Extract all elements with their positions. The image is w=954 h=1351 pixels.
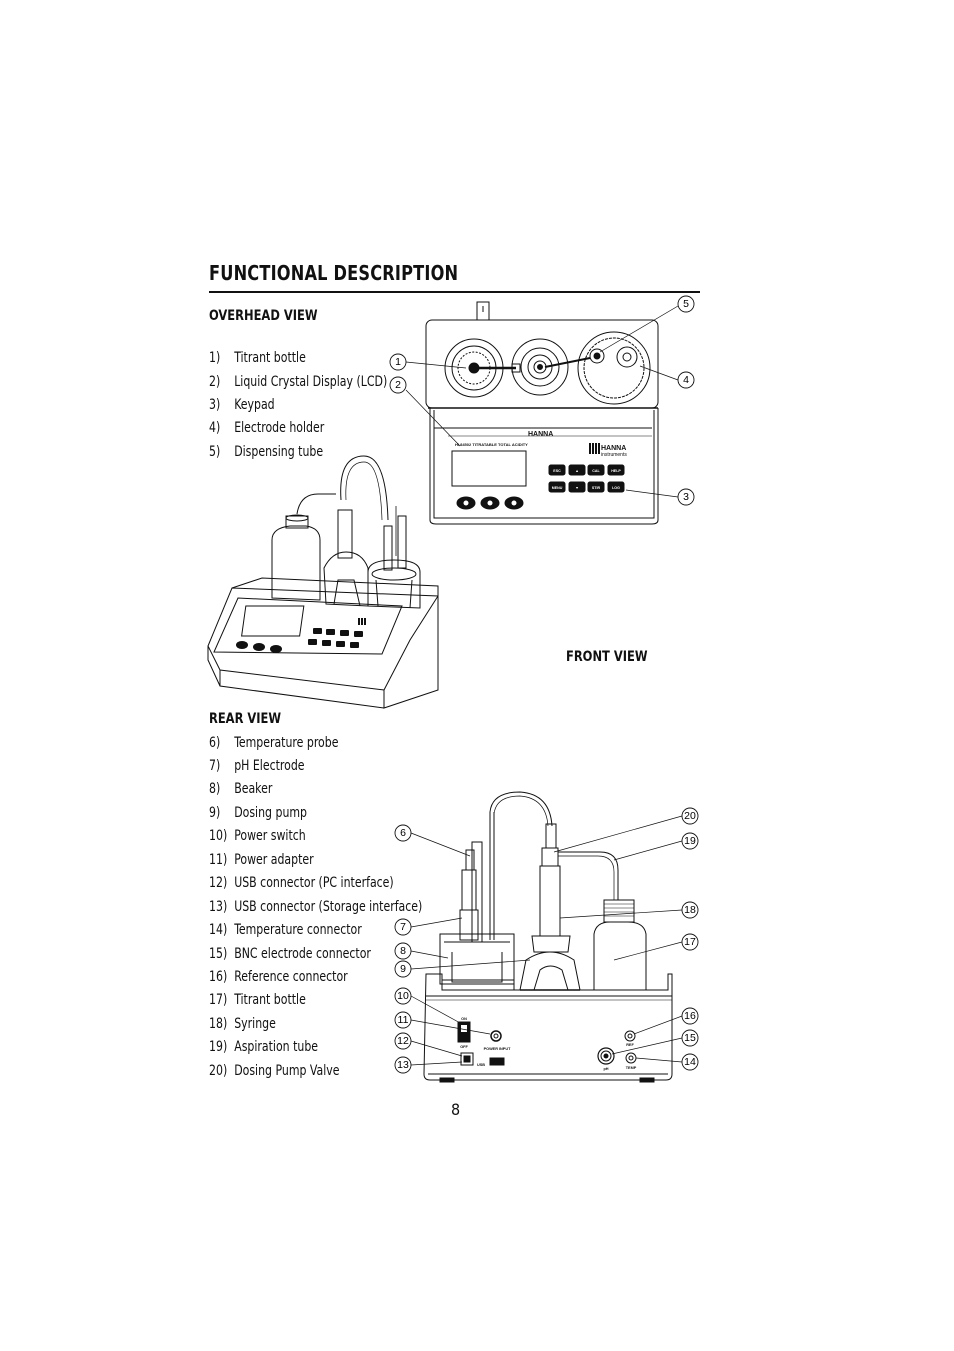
list-item: 17)Titrant bottle — [209, 992, 306, 1008]
svg-text:17: 17 — [684, 936, 696, 948]
list-item: 11)Power adapter — [209, 852, 314, 868]
list-item: 10)Power switch — [209, 828, 306, 844]
callout-14: 14 — [681, 1053, 699, 1071]
key-log: LOG — [612, 486, 620, 490]
svg-text:15: 15 — [684, 1032, 696, 1044]
callout-2: 2 — [389, 376, 407, 394]
overhead-keypad — [548, 464, 625, 493]
list-item: 20)Dosing Pump Valve — [209, 1063, 340, 1079]
svg-text:12: 12 — [397, 1035, 409, 1047]
page-title: FUNCTIONAL DESCRIPTION — [209, 261, 459, 285]
key-help: HELP — [611, 469, 621, 473]
callout-1: 1 — [389, 353, 407, 371]
list-item: 3)Keypad — [209, 397, 275, 413]
list-item: 13)USB connector (Storage interface) — [209, 899, 423, 915]
callout-7: 7 — [394, 918, 412, 936]
list-item: 8)Beaker — [209, 781, 273, 797]
callout-15: 15 — [681, 1029, 699, 1047]
callout-10: 10 — [394, 987, 412, 1005]
svg-text:2: 2 — [395, 379, 401, 391]
svg-text:7: 7 — [400, 921, 406, 933]
label-off: OFF — [460, 1045, 468, 1049]
callout-5: 5 — [677, 295, 695, 313]
list-item: 9)Dosing pump — [209, 805, 308, 821]
callout-16: 16 — [681, 1007, 699, 1025]
svg-text:13: 13 — [397, 1059, 409, 1071]
key-esc: ESC — [553, 469, 561, 473]
callout-17: 17 — [681, 933, 699, 951]
list-item: 12)USB connector (PC interface) — [209, 875, 394, 891]
page-number: 8 — [451, 1100, 461, 1119]
label-temp: TEMP — [626, 1066, 637, 1070]
callout-20: 20 — [681, 807, 699, 825]
label-usb: USB — [477, 1063, 485, 1067]
logo-text: HANNA — [601, 445, 626, 452]
rear-view-heading: REAR VIEW — [209, 711, 282, 727]
key-menu: MENU — [552, 486, 563, 490]
label-on: ON — [461, 1017, 467, 1021]
title-rule — [209, 291, 700, 293]
overhead-view-heading: OVERHEAD VIEW — [209, 308, 318, 324]
svg-text:11: 11 — [398, 1014, 409, 1026]
list-item: 18)Syringe — [209, 1016, 276, 1032]
svg-text:6: 6 — [400, 827, 406, 839]
svg-text:8: 8 — [400, 945, 406, 957]
callout-19: 19 — [681, 832, 699, 850]
list-item: 7)pH Electrode — [209, 758, 305, 774]
model-text: HI 84502 TITRATABLE TOTAL ACIDITY — [455, 442, 528, 447]
list-item: 16)Reference connector — [209, 969, 348, 985]
svg-text:20: 20 — [684, 810, 696, 822]
svg-text:18: 18 — [684, 904, 696, 916]
label-power: POWER INPUT — [484, 1047, 511, 1051]
callout-8: 8 — [394, 942, 412, 960]
label-ref: REF — [626, 1043, 634, 1047]
callout-9: 9 — [394, 960, 412, 978]
rear-figure — [410, 791, 683, 1083]
callout-4: 4 — [677, 371, 695, 389]
svg-text:1: 1 — [395, 356, 401, 368]
svg-text:3: 3 — [683, 491, 689, 503]
svg-text:14: 14 — [684, 1056, 696, 1068]
list-item: 5)Dispensing tube — [209, 444, 324, 460]
key-stir: STIR — [592, 486, 601, 490]
callout-6: 6 — [394, 824, 412, 842]
list-item: 14)Temperature connector — [209, 922, 362, 938]
svg-text:10: 10 — [397, 990, 409, 1002]
logo-sub-text: instruments — [601, 452, 627, 458]
svg-text:4: 4 — [683, 374, 689, 386]
brand-text: HANNA — [528, 431, 553, 438]
callout-12: 12 — [394, 1032, 412, 1050]
callout-13: 13 — [394, 1056, 412, 1074]
list-item: 4)Electrode holder — [209, 420, 325, 436]
list-item: 1)Titrant bottle — [209, 350, 306, 366]
svg-text:9: 9 — [400, 963, 406, 975]
list-item: 15)BNC electrode connector — [209, 946, 371, 962]
callout-18: 18 — [681, 901, 699, 919]
svg-text:19: 19 — [684, 835, 696, 847]
label-ph: pH — [603, 1067, 608, 1071]
front-figure — [207, 455, 439, 709]
key-up: ▲ — [575, 469, 579, 473]
key-cal: CAL — [592, 469, 600, 473]
list-item: 19)Aspiration tube — [209, 1039, 319, 1055]
svg-text:5: 5 — [683, 298, 689, 310]
overhead-figure — [405, 301, 679, 525]
callout-3: 3 — [677, 488, 695, 506]
key-down: ▼ — [575, 486, 579, 490]
svg-text:16: 16 — [684, 1010, 696, 1022]
list-item: 2)Liquid Crystal Display (LCD) — [209, 374, 388, 390]
callout-11: 11 — [394, 1011, 412, 1029]
list-item: 6)Temperature probe — [209, 735, 339, 751]
front-view-heading: FRONT VIEW — [566, 649, 648, 665]
